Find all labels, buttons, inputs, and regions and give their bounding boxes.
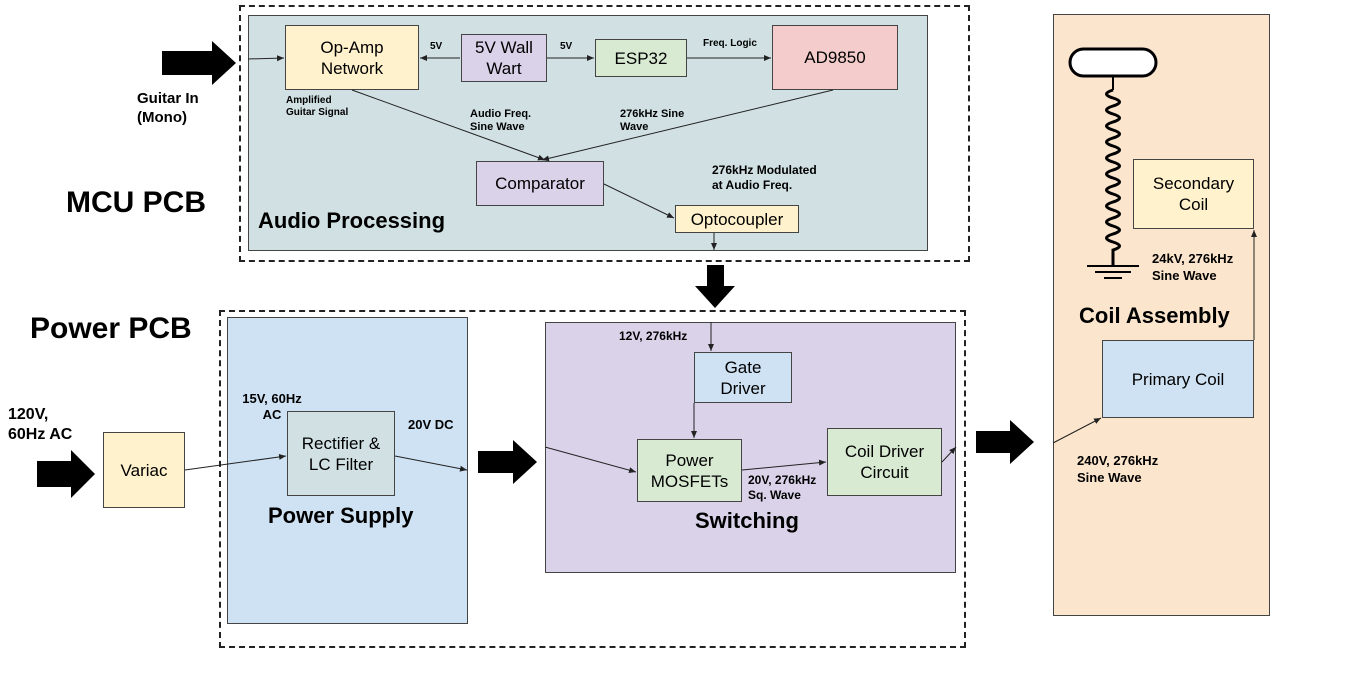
comparator-to-optocoupler-wire bbox=[603, 183, 675, 219]
gate-driver-block: Gate Driver bbox=[694, 352, 792, 403]
variac-to-rectifier-wire bbox=[184, 453, 287, 471]
guitar-in-label: Guitar In (Mono) bbox=[137, 90, 199, 126]
input-to-primary-wire bbox=[1052, 417, 1102, 444]
modulated-signal-label: 276kHz Modulated at Audio Freq. bbox=[712, 163, 817, 192]
rectifier-to-supply-out-wire bbox=[394, 455, 468, 472]
audio-freq-sine-label: Audio Freq. Sine Wave bbox=[470, 108, 532, 133]
sine-276khz-label: 276kHz Sine Wave bbox=[620, 108, 685, 133]
mains-in-block-arrow bbox=[37, 450, 95, 498]
switching-heading: Switching bbox=[695, 508, 799, 533]
switching-input-wire bbox=[544, 446, 637, 474]
variac-block: Variac bbox=[103, 432, 185, 508]
esp32-block: ESP32 bbox=[595, 39, 687, 77]
supply-to-switching-block-arrow bbox=[478, 440, 537, 484]
toroid-top-load bbox=[1068, 47, 1158, 78]
coil-driver-circuit-block: Coil Driver Circuit bbox=[827, 428, 942, 496]
coil-assembly-region bbox=[1053, 14, 1270, 616]
dc-20v-label: 20V DC bbox=[408, 417, 454, 432]
comparator-block: Comparator bbox=[476, 161, 604, 206]
tesla-coil-drawing bbox=[1068, 47, 1158, 279]
primary-coil-block: Primary Coil bbox=[1102, 340, 1254, 418]
opamp-to-comparator-wire bbox=[351, 89, 546, 161]
switching-to-coil-block-arrow bbox=[976, 420, 1034, 464]
wall-wart-block: 5V Wall Wart bbox=[461, 34, 547, 82]
guitar-to-opamp-wire bbox=[247, 55, 285, 62]
optocoupler-block: Optocoupler bbox=[675, 205, 799, 233]
five-v-right-label: 5V bbox=[560, 41, 573, 52]
ground-symbol bbox=[1087, 265, 1139, 279]
ac-15v-label: 15V, 60Hz AC bbox=[242, 391, 302, 422]
op-amp-network-block: Op-Amp Network bbox=[285, 25, 419, 90]
mosfets-to-coil-driver-wire bbox=[741, 459, 827, 471]
five-v-left-label: 5V bbox=[430, 41, 443, 52]
mains-in-label: 120V, 60Hz AC bbox=[8, 406, 73, 443]
secondary-coil-winding bbox=[1105, 88, 1121, 265]
coil-driver-out-wire bbox=[941, 446, 957, 463]
mcu-pcb-boundary bbox=[239, 5, 970, 262]
square-wave-label: 20V, 276kHz Sq. Wave bbox=[748, 473, 817, 502]
coil-assembly-heading: Coil Assembly bbox=[1079, 303, 1230, 328]
power-supply-heading: Power Supply bbox=[268, 503, 414, 528]
mcu-pcb-title: MCU PCB bbox=[66, 186, 206, 219]
power-pcb-title: Power PCB bbox=[30, 312, 192, 345]
secondary-output-label: 24kV, 276kHz Sine Wave bbox=[1152, 251, 1234, 283]
secondary-coil-block: Secondary Coil bbox=[1133, 159, 1254, 229]
mcu-to-power-block-arrow bbox=[695, 265, 735, 308]
amplified-signal-label: Amplified Guitar Signal bbox=[286, 95, 349, 118]
freq-logic-label: Freq. Logic bbox=[703, 38, 757, 49]
ad9850-to-comparator-wire bbox=[541, 89, 834, 162]
primary-input-label: 240V, 276kHz Sine Wave bbox=[1077, 453, 1159, 485]
power-pcb-boundary bbox=[219, 310, 966, 648]
power-mosfets-block: Power MOSFETs bbox=[637, 439, 742, 502]
gate-12v-label: 12V, 276kHz bbox=[619, 329, 688, 343]
rectifier-lc-filter-block: Rectifier & LC Filter bbox=[287, 411, 395, 496]
audio-processing-heading: Audio Processing bbox=[258, 208, 446, 233]
ad9850-block: AD9850 bbox=[772, 25, 898, 90]
guitar-in-block-arrow bbox=[162, 41, 236, 85]
